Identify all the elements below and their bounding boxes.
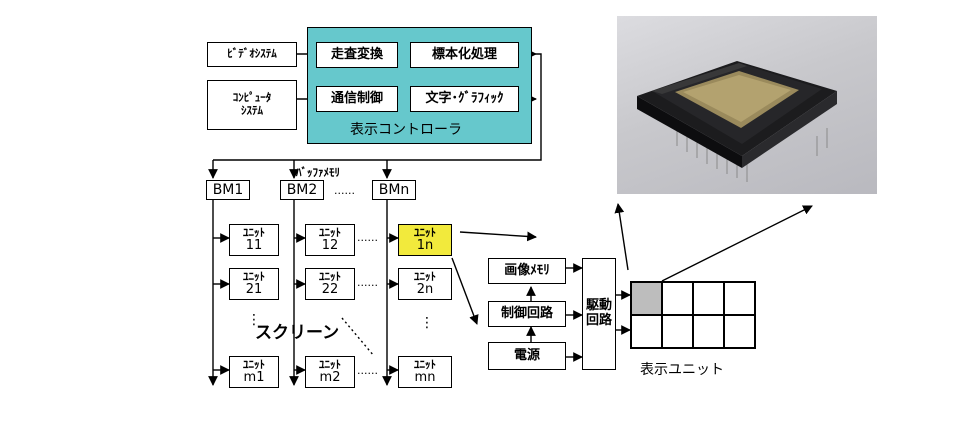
scan-convert-box: 走査変換 [316,42,398,68]
pixel-grid [630,281,756,349]
unit-word: ﾕﾆｯﾄ [414,357,436,371]
comm-control-box: 通信制御 [316,86,398,112]
bmn-box: BMn [372,180,416,200]
unit-mn: ﾕﾆｯﾄ mn [398,356,452,388]
control-circuit-box: 制御回路 [488,301,566,327]
unit-number: mn [414,369,436,385]
computer-line2: ｼｽﾃﾑ [241,104,263,117]
unit-number: 1n [416,237,434,253]
rowm-ellipsis: ...... [357,364,378,377]
display-module-illustration [637,61,837,182]
display-module-photo [617,16,877,194]
video-system-box: ﾋﾞﾃﾞｵｼｽﾃﾑ [207,42,297,67]
unit-22: ﾕﾆｯﾄ 22 [305,268,355,300]
screen-label: スクリーン [255,323,340,343]
row1-ellipsis: ...... [357,231,378,244]
computer-line1: ｺﾝﾋﾟｭｰﾀ [232,91,272,105]
unit-number: 22 [321,281,339,297]
unit-number: 21 [245,281,263,297]
unit-21: ﾕﾆｯﾄ 21 [229,268,279,300]
unit-number: 11 [245,237,263,253]
column-ellipsis-1: ⋮ [247,312,261,328]
drive-circuit-box: 駆動 回路 [582,258,616,370]
bm-ellipsis: ...... [334,184,355,197]
display-unit-label: 表示ユニット [640,362,724,378]
column-ellipsis-n: ⋮ [420,315,434,331]
unit-number: 12 [321,237,339,253]
unit-11: ﾕﾆｯﾄ 11 [229,224,279,256]
pixel-cell [724,315,755,348]
pixel-cell [631,315,662,348]
unit-word: ﾕﾆｯﾄ [243,269,265,283]
unit-2n: ﾕﾆｯﾄ 2n [398,268,452,300]
pixel-cell [724,282,755,315]
row2-ellipsis: ...... [357,276,378,289]
unit-number: m2 [319,369,341,385]
unit-m2: ﾕﾆｯﾄ m2 [305,356,355,388]
pixel-cell [693,282,724,315]
pixel-cell-highlight [631,282,662,315]
sampling-box: 標本化処理 [410,42,519,68]
power-box: 電源 [488,342,566,370]
pixel-cell [693,315,724,348]
text-graphic-box: 文字･ｸﾞﾗﾌｨｯｸ [410,86,519,112]
unit-word: ﾕﾆｯﾄ [319,357,341,371]
unit-word: ﾕﾆｯﾄ [243,357,265,371]
unit-word: ﾕﾆｯﾄ [319,269,341,283]
bm1-box: BM1 [206,180,250,200]
computer-system-box: ｺﾝﾋﾟｭｰﾀ ｼｽﾃﾑ [207,80,297,130]
unit-1n: ﾕﾆｯﾄ 1n [398,224,452,256]
unit-number: m1 [243,369,265,385]
controller-label: 表示コントローラ [350,122,462,138]
unit-12: ﾕﾆｯﾄ 12 [305,224,355,256]
pixel-cell [662,315,693,348]
unit-m1: ﾕﾆｯﾄ m1 [229,356,279,388]
unit-word: ﾕﾆｯﾄ [243,225,265,239]
bm2-box: BM2 [280,180,324,200]
buffer-memory-label: ﾊﾞｯﾌｧﾒﾓﾘ [296,166,340,179]
pixel-cell [662,282,693,315]
unit-number: 2n [416,281,434,297]
image-memory-box: 画像ﾒﾓﾘ [488,258,566,284]
unit-word: ﾕﾆｯﾄ [414,225,436,239]
unit-word: ﾕﾆｯﾄ [414,269,436,283]
unit-word: ﾕﾆｯﾄ [319,225,341,239]
